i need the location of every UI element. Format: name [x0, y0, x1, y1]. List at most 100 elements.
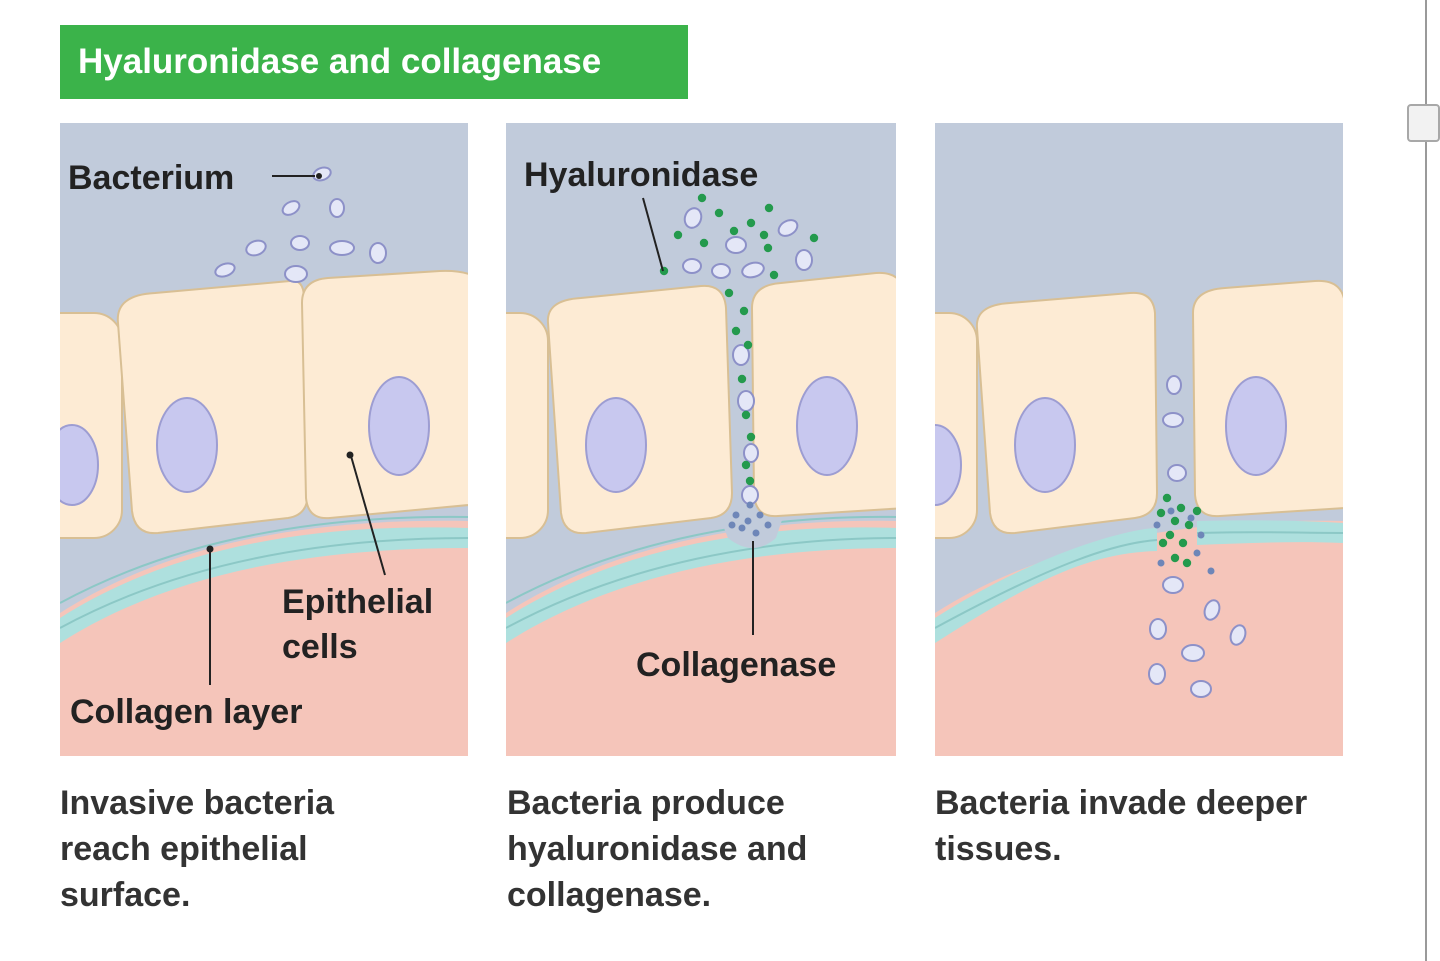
caption-line: collagenase.: [507, 876, 712, 914]
caption-line: Bacteria invade deeper: [935, 784, 1308, 822]
caption-line: surface.: [60, 876, 191, 914]
bacterium: [732, 344, 750, 366]
collagen-fiber: [60, 515, 468, 604]
bacteria-cluster: [214, 166, 387, 283]
bacterium: [1229, 624, 1247, 646]
hyaluronidase-molecule: [1170, 516, 1180, 526]
bacterium: [682, 258, 702, 274]
bacterium: [214, 262, 236, 278]
epithelial-cell: [546, 284, 734, 535]
epithelial-cell: [116, 279, 310, 535]
epithelial-leader-dot: [346, 451, 354, 459]
epithelial-cell: [506, 312, 549, 539]
bacterium: [1166, 375, 1182, 395]
figure-title: Hyaluronidase and collagenase: [60, 25, 688, 99]
hyaluronidase-molecule: [1176, 503, 1186, 513]
caption-step-2: Bacteria produce hyaluronidase and colla…: [507, 780, 807, 918]
hyaluronidase-molecules: [1156, 493, 1202, 568]
collagen-fiber: [1196, 531, 1343, 534]
hyaluronidase-molecule: [764, 203, 774, 213]
nucleus: [935, 424, 962, 506]
hyaluronidase-molecule: [746, 432, 756, 442]
hyaluronidase-molecule: [1182, 558, 1192, 568]
caption-step-3: Bacteria invade deeper tissues.: [935, 780, 1307, 872]
hyaluronidase-molecule: [729, 226, 739, 236]
hyaluronidase-molecule: [1158, 538, 1168, 548]
bacterium: [725, 236, 747, 254]
bacterium: [284, 265, 308, 283]
label-collagenase: Collagenase: [636, 646, 836, 684]
panel-bacteria-reach-surface: Bacterium Epithelial cells Collagen laye…: [60, 123, 468, 756]
hyaluronidase-molecule: [714, 208, 724, 218]
collagenase-molecules: [1153, 507, 1215, 575]
bacterium: [711, 263, 731, 279]
hyaluronidase-molecule: [697, 193, 707, 203]
collagen-layer: [935, 528, 1157, 643]
collagenase-molecule: [756, 511, 764, 519]
hyaluronidase-molecule: [759, 230, 769, 240]
nucleus: [796, 376, 858, 476]
label-epithelial-cells-line2: cells: [282, 628, 358, 666]
nucleus: [1014, 397, 1076, 493]
collagenase-molecule: [764, 521, 772, 529]
caption-line: reach epithelial: [60, 830, 308, 868]
nucleus: [156, 397, 218, 493]
caption-line: Invasive bacteria: [60, 784, 335, 822]
nucleus: [60, 424, 99, 506]
bacterium: [1181, 644, 1205, 662]
hyaluronidase-molecule: [743, 340, 753, 350]
bacterium: [281, 200, 301, 216]
nucleus: [1225, 376, 1287, 476]
bacterium: [743, 443, 759, 463]
collagenase-molecule: [1153, 521, 1161, 529]
hyaluronidase-molecule: [739, 306, 749, 316]
bacterium-leader-dot: [316, 173, 322, 179]
scrollbar-thumb[interactable]: [1407, 104, 1440, 142]
bacterium: [777, 219, 799, 237]
collagen-fiber: [506, 515, 896, 604]
label-collagen-layer: Collagen layer: [70, 693, 302, 731]
hyaluronidase-molecule: [659, 266, 669, 276]
bacterium: [1162, 412, 1184, 428]
hyaluronidase-molecule: [1178, 538, 1188, 548]
scrollbar-track[interactable]: [1425, 0, 1440, 961]
epithelial-leader-line: [350, 455, 386, 576]
hyaluronidase-leader-line: [642, 197, 664, 272]
hyaluronidase-molecule: [699, 238, 709, 248]
hyaluronidase-molecule: [769, 270, 779, 280]
hyaluronidase-molecule: [1184, 520, 1194, 530]
collagenase-molecule: [746, 501, 754, 509]
bacterium: [329, 240, 355, 256]
collagenase-molecule: [728, 521, 736, 529]
hyaluronidase-molecule: [763, 243, 773, 253]
bacterium: [1167, 464, 1187, 482]
hyaluronidase-molecules: [659, 193, 819, 486]
hyaluronidase-molecule: [741, 460, 751, 470]
collagen-fiber: [60, 537, 468, 629]
bacterium: [329, 198, 345, 218]
bacterium: [1203, 599, 1221, 621]
hyaluronidase-molecule: [1192, 506, 1202, 516]
collagenase-molecule: [744, 517, 752, 525]
bacterium: [369, 242, 387, 264]
bacterium: [737, 390, 755, 412]
collagenase-molecule: [1197, 531, 1205, 539]
bacterium: [683, 207, 703, 229]
nucleus: [585, 397, 647, 493]
hyaluronidase-molecule: [1162, 493, 1172, 503]
caption-line: Bacteria produce: [507, 784, 785, 822]
collagenase-molecule: [1193, 549, 1201, 557]
hyaluronidase-molecule: [746, 218, 756, 228]
hyaluronidase-molecule: [809, 233, 819, 243]
label-hyaluronidase: Hyaluronidase: [524, 156, 758, 194]
collagenase-molecule: [732, 511, 740, 519]
collagenase-molecule: [738, 524, 746, 532]
collagenase-molecules: [728, 501, 772, 537]
bacterium: [1162, 576, 1184, 594]
bacterium: [1148, 663, 1166, 685]
hyaluronidase-molecule: [673, 230, 683, 240]
bacterium: [1190, 680, 1212, 698]
bacterium: [1149, 618, 1167, 640]
panel-invade-deeper: [935, 123, 1343, 756]
bacterium: [795, 249, 813, 271]
